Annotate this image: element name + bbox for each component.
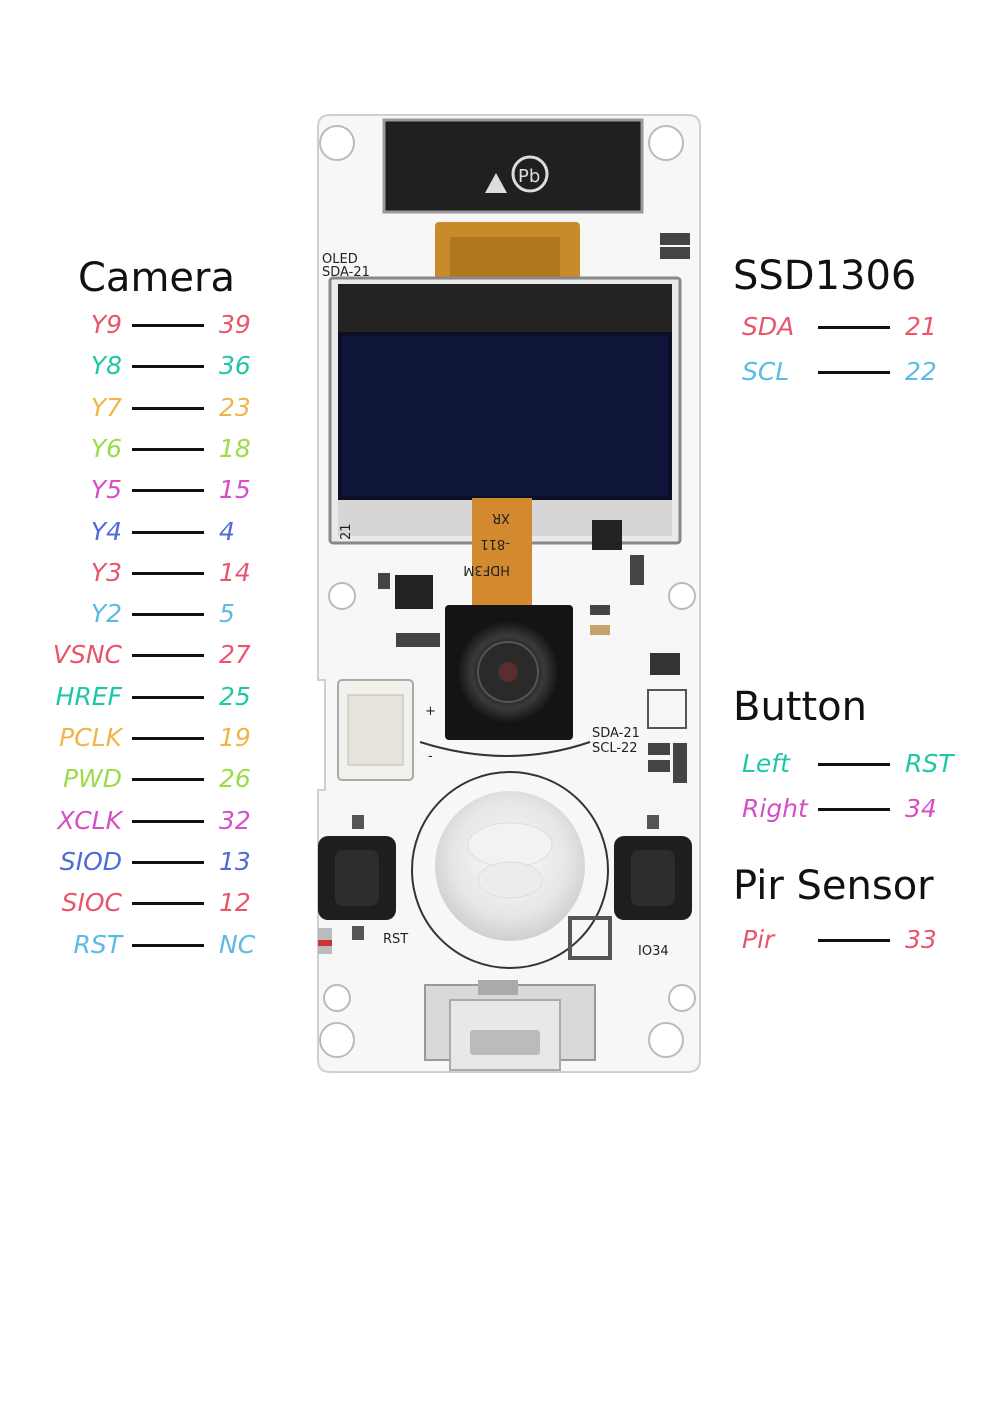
pin-name: HREF (55, 681, 122, 711)
mount-hole (648, 1022, 684, 1058)
pin-name: RST (73, 929, 122, 959)
pin-number: 14 (219, 557, 251, 587)
pin-name: Y3 (90, 557, 122, 587)
regulator-chip (395, 575, 433, 609)
pin-number: 34 (905, 794, 937, 823)
pin-connector-line (132, 860, 204, 864)
pin-number: 5 (219, 599, 235, 629)
mount-hole (323, 984, 351, 1012)
pin-number: 36 (219, 351, 251, 381)
module-label: BM (402, 142, 422, 157)
camera-heading: Camera (78, 255, 235, 301)
pin-name: SIOC (61, 888, 122, 918)
mount-hole (319, 1022, 355, 1058)
pin-connector-line (132, 695, 204, 699)
mount-hole (319, 125, 355, 161)
pin-number: 13 (219, 846, 251, 876)
pin-number: 4 (219, 516, 235, 546)
pin-name: Y5 (90, 475, 122, 505)
pin-name: SIOD (59, 846, 122, 876)
pin-number: 12 (219, 888, 251, 918)
pin-connector-line (132, 324, 204, 327)
mount-hole (328, 582, 356, 610)
pin-name: Y7 (90, 392, 122, 422)
pin-connector-line (132, 571, 204, 575)
pin-connector-line (818, 326, 890, 329)
pin-connector-line (818, 371, 890, 374)
camera-flex-cable (472, 498, 532, 610)
button-rst-label: RST (383, 932, 408, 947)
pin-name: Y4 (90, 516, 122, 546)
pin-name: Y6 (90, 433, 122, 463)
pin-name: VSNC (52, 640, 122, 670)
polarity-plus: + (425, 704, 436, 719)
pin-number: 26 (219, 764, 251, 794)
pin-name: Y9 (90, 310, 122, 339)
pin-name: PWD (62, 764, 122, 794)
pir-sensor-ring (411, 771, 609, 969)
pin-connector-line (132, 365, 204, 369)
pin-number: 15 (219, 475, 251, 505)
mount-hole (668, 984, 696, 1012)
pin-name: Pir (742, 925, 775, 954)
pir-heading: Pir Sensor (733, 863, 934, 909)
pin-number: 19 (219, 723, 251, 752)
pin-connector-line (132, 819, 204, 823)
i2c-label: SCL-22 (592, 741, 638, 756)
ssd1306-heading: SSD1306 (733, 253, 917, 299)
pin-name: SDA (742, 312, 795, 341)
pin-connector-line (132, 902, 204, 906)
pin-connector-line (132, 406, 204, 410)
pin-name: PCLK (59, 723, 122, 752)
pin-connector-line (132, 943, 204, 947)
pin-name: Right (742, 794, 808, 823)
oled-label: SDA-21 (322, 265, 370, 280)
pin-number: NC (219, 929, 256, 959)
pin-connector-line (818, 808, 890, 811)
pin-name: Y2 (90, 599, 122, 629)
button-heading: Button (733, 684, 867, 730)
ribbon-label: HDF3M (463, 562, 510, 577)
pb-free-icon (511, 155, 549, 193)
pin-number: RST (905, 749, 954, 778)
pin-connector-line (132, 654, 204, 658)
ribbon-label: XR (492, 510, 510, 525)
pin-number: 25 (219, 681, 251, 711)
pin-name: Y8 (90, 351, 122, 381)
pin-connector-line (132, 530, 204, 534)
mount-hole (668, 582, 696, 610)
mount-hole (648, 125, 684, 161)
pin-number: 39 (219, 310, 251, 339)
pin-connector-line (818, 763, 890, 766)
polarity-minus: - (428, 749, 433, 764)
ribbon-label: -811 (480, 536, 510, 551)
pin-name: SCL (742, 357, 790, 386)
esd-warning-icon (485, 173, 507, 193)
pin-number: 23 (219, 392, 251, 422)
pin-name: XCLK (57, 805, 122, 835)
button-io34-label: IO34 (638, 944, 669, 959)
pin-number: 32 (219, 805, 251, 835)
pin-connector-line (132, 737, 204, 740)
svg-text:Pb: Pb (518, 166, 540, 187)
pin-number: 33 (905, 925, 937, 954)
i2c-label: SDA-21 (592, 726, 640, 741)
pin-connector-line (132, 447, 204, 451)
oled-label: OLED (322, 252, 358, 267)
pin-connector-line (132, 489, 204, 493)
pin-connector-line (818, 939, 890, 942)
pin-name: Left (742, 749, 790, 778)
pin-connector-line (132, 778, 204, 782)
pin-connector-line (132, 613, 204, 617)
pin-number: 27 (219, 640, 251, 670)
pin-number: 18 (219, 433, 251, 463)
pin-number: 21 (905, 312, 937, 341)
side-mark: 21 (339, 523, 354, 540)
pin-number: 22 (905, 357, 937, 386)
